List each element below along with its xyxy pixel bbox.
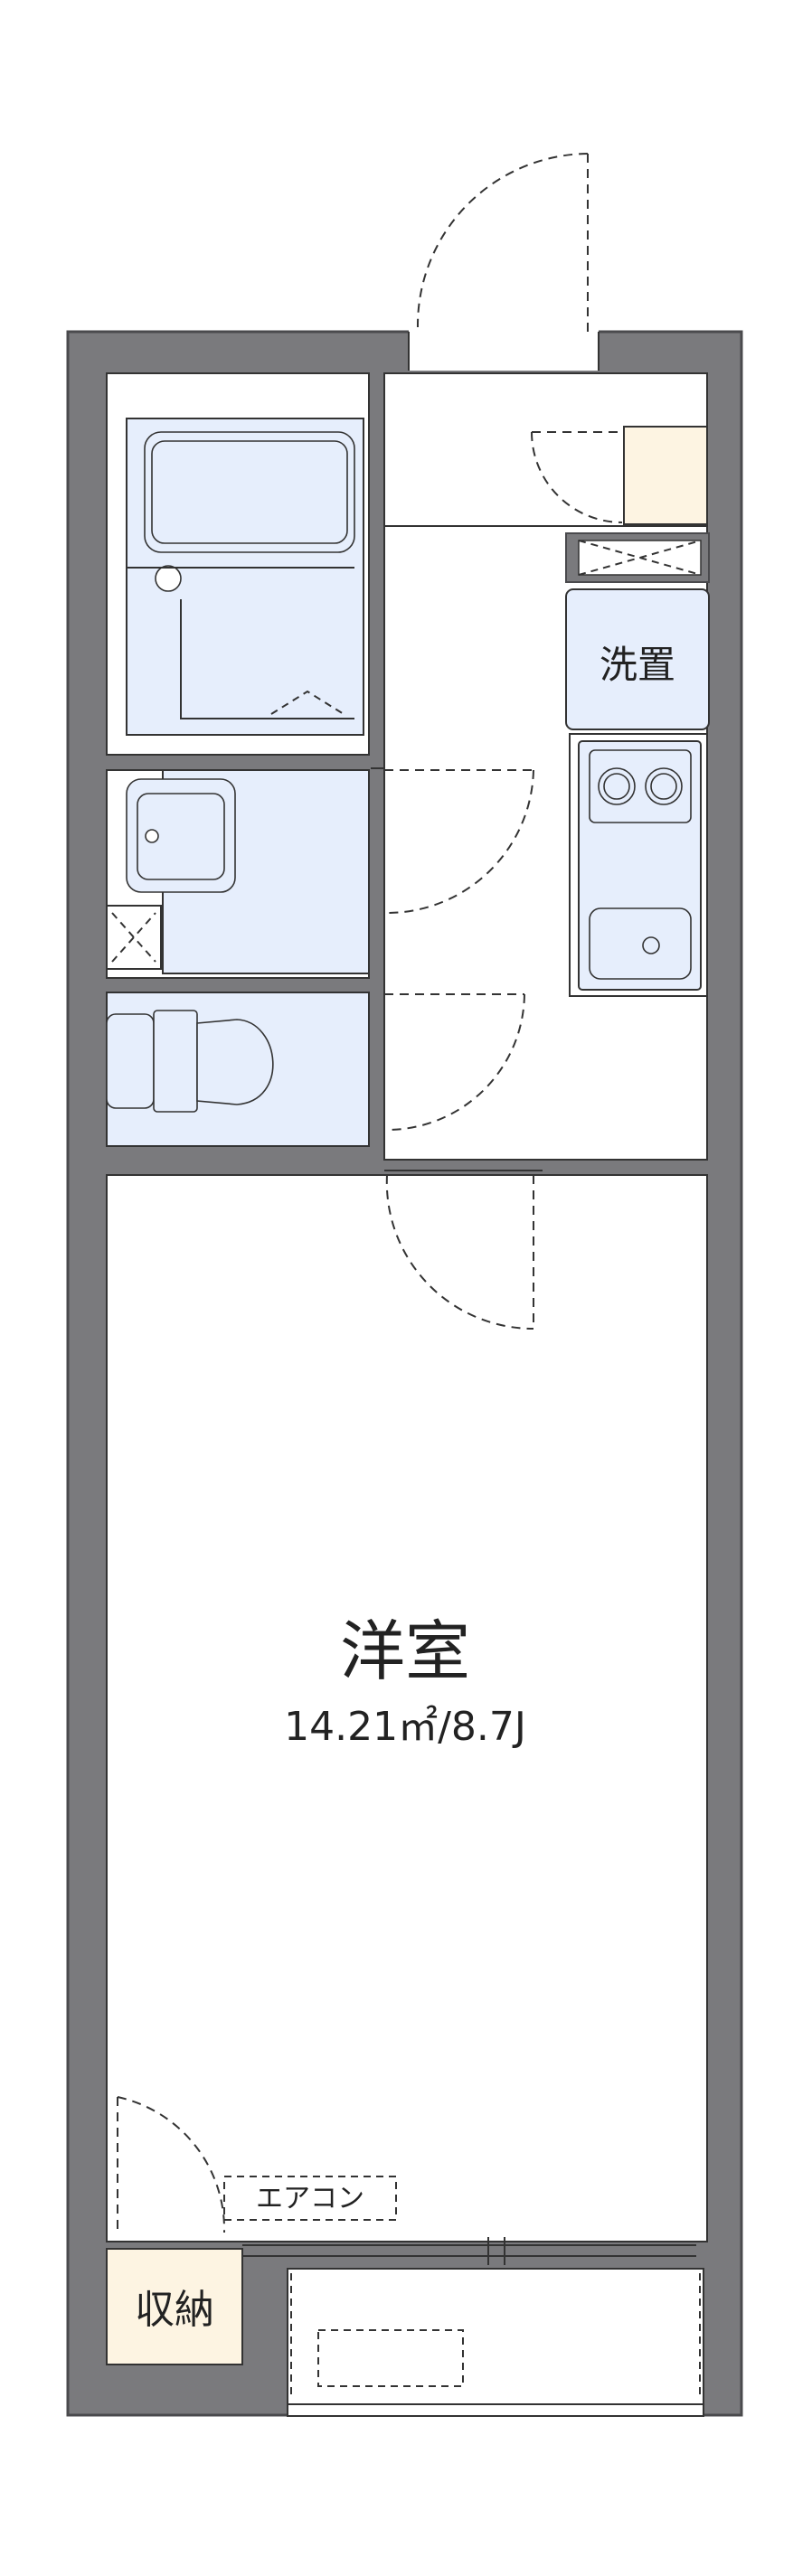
room-area: 14.21㎡/8.7J — [284, 1704, 526, 1750]
kitchen-counter — [569, 733, 708, 997]
closet-door-top[interactable] — [531, 431, 623, 523]
storage-label: 収納 — [135, 2287, 214, 2333]
balcony — [287, 2268, 704, 2417]
entrance-opening — [409, 327, 599, 371]
washbasin-icon — [126, 769, 370, 974]
aircon-label: エアコン — [256, 2183, 364, 2214]
vent-icon — [565, 532, 710, 583]
small-vent-icon — [106, 905, 162, 970]
washroom-door[interactable] — [384, 993, 525, 1131]
stove-icon — [589, 749, 692, 823]
sink-icon — [589, 907, 692, 980]
laundry-space: 洗置 — [565, 588, 710, 730]
western-room — [106, 1174, 708, 2242]
outdoor-unit — [317, 2329, 464, 2387]
bathroom-door[interactable] — [371, 767, 534, 914]
closet-door[interactable] — [117, 2096, 226, 2233]
balcony-window — [242, 2237, 696, 2265]
laundry-label: 洗置 — [600, 643, 675, 687]
western-room-door[interactable] — [384, 1159, 543, 1330]
storage-room — [106, 2248, 243, 2365]
entrance-door[interactable] — [416, 153, 589, 332]
aircon-unit: エアコン — [223, 2176, 397, 2221]
room-name: 洋室 — [340, 1613, 470, 1689]
fridge-space — [623, 426, 708, 525]
toilet-icon — [106, 992, 370, 1147]
bathtub-icon — [126, 418, 364, 736]
